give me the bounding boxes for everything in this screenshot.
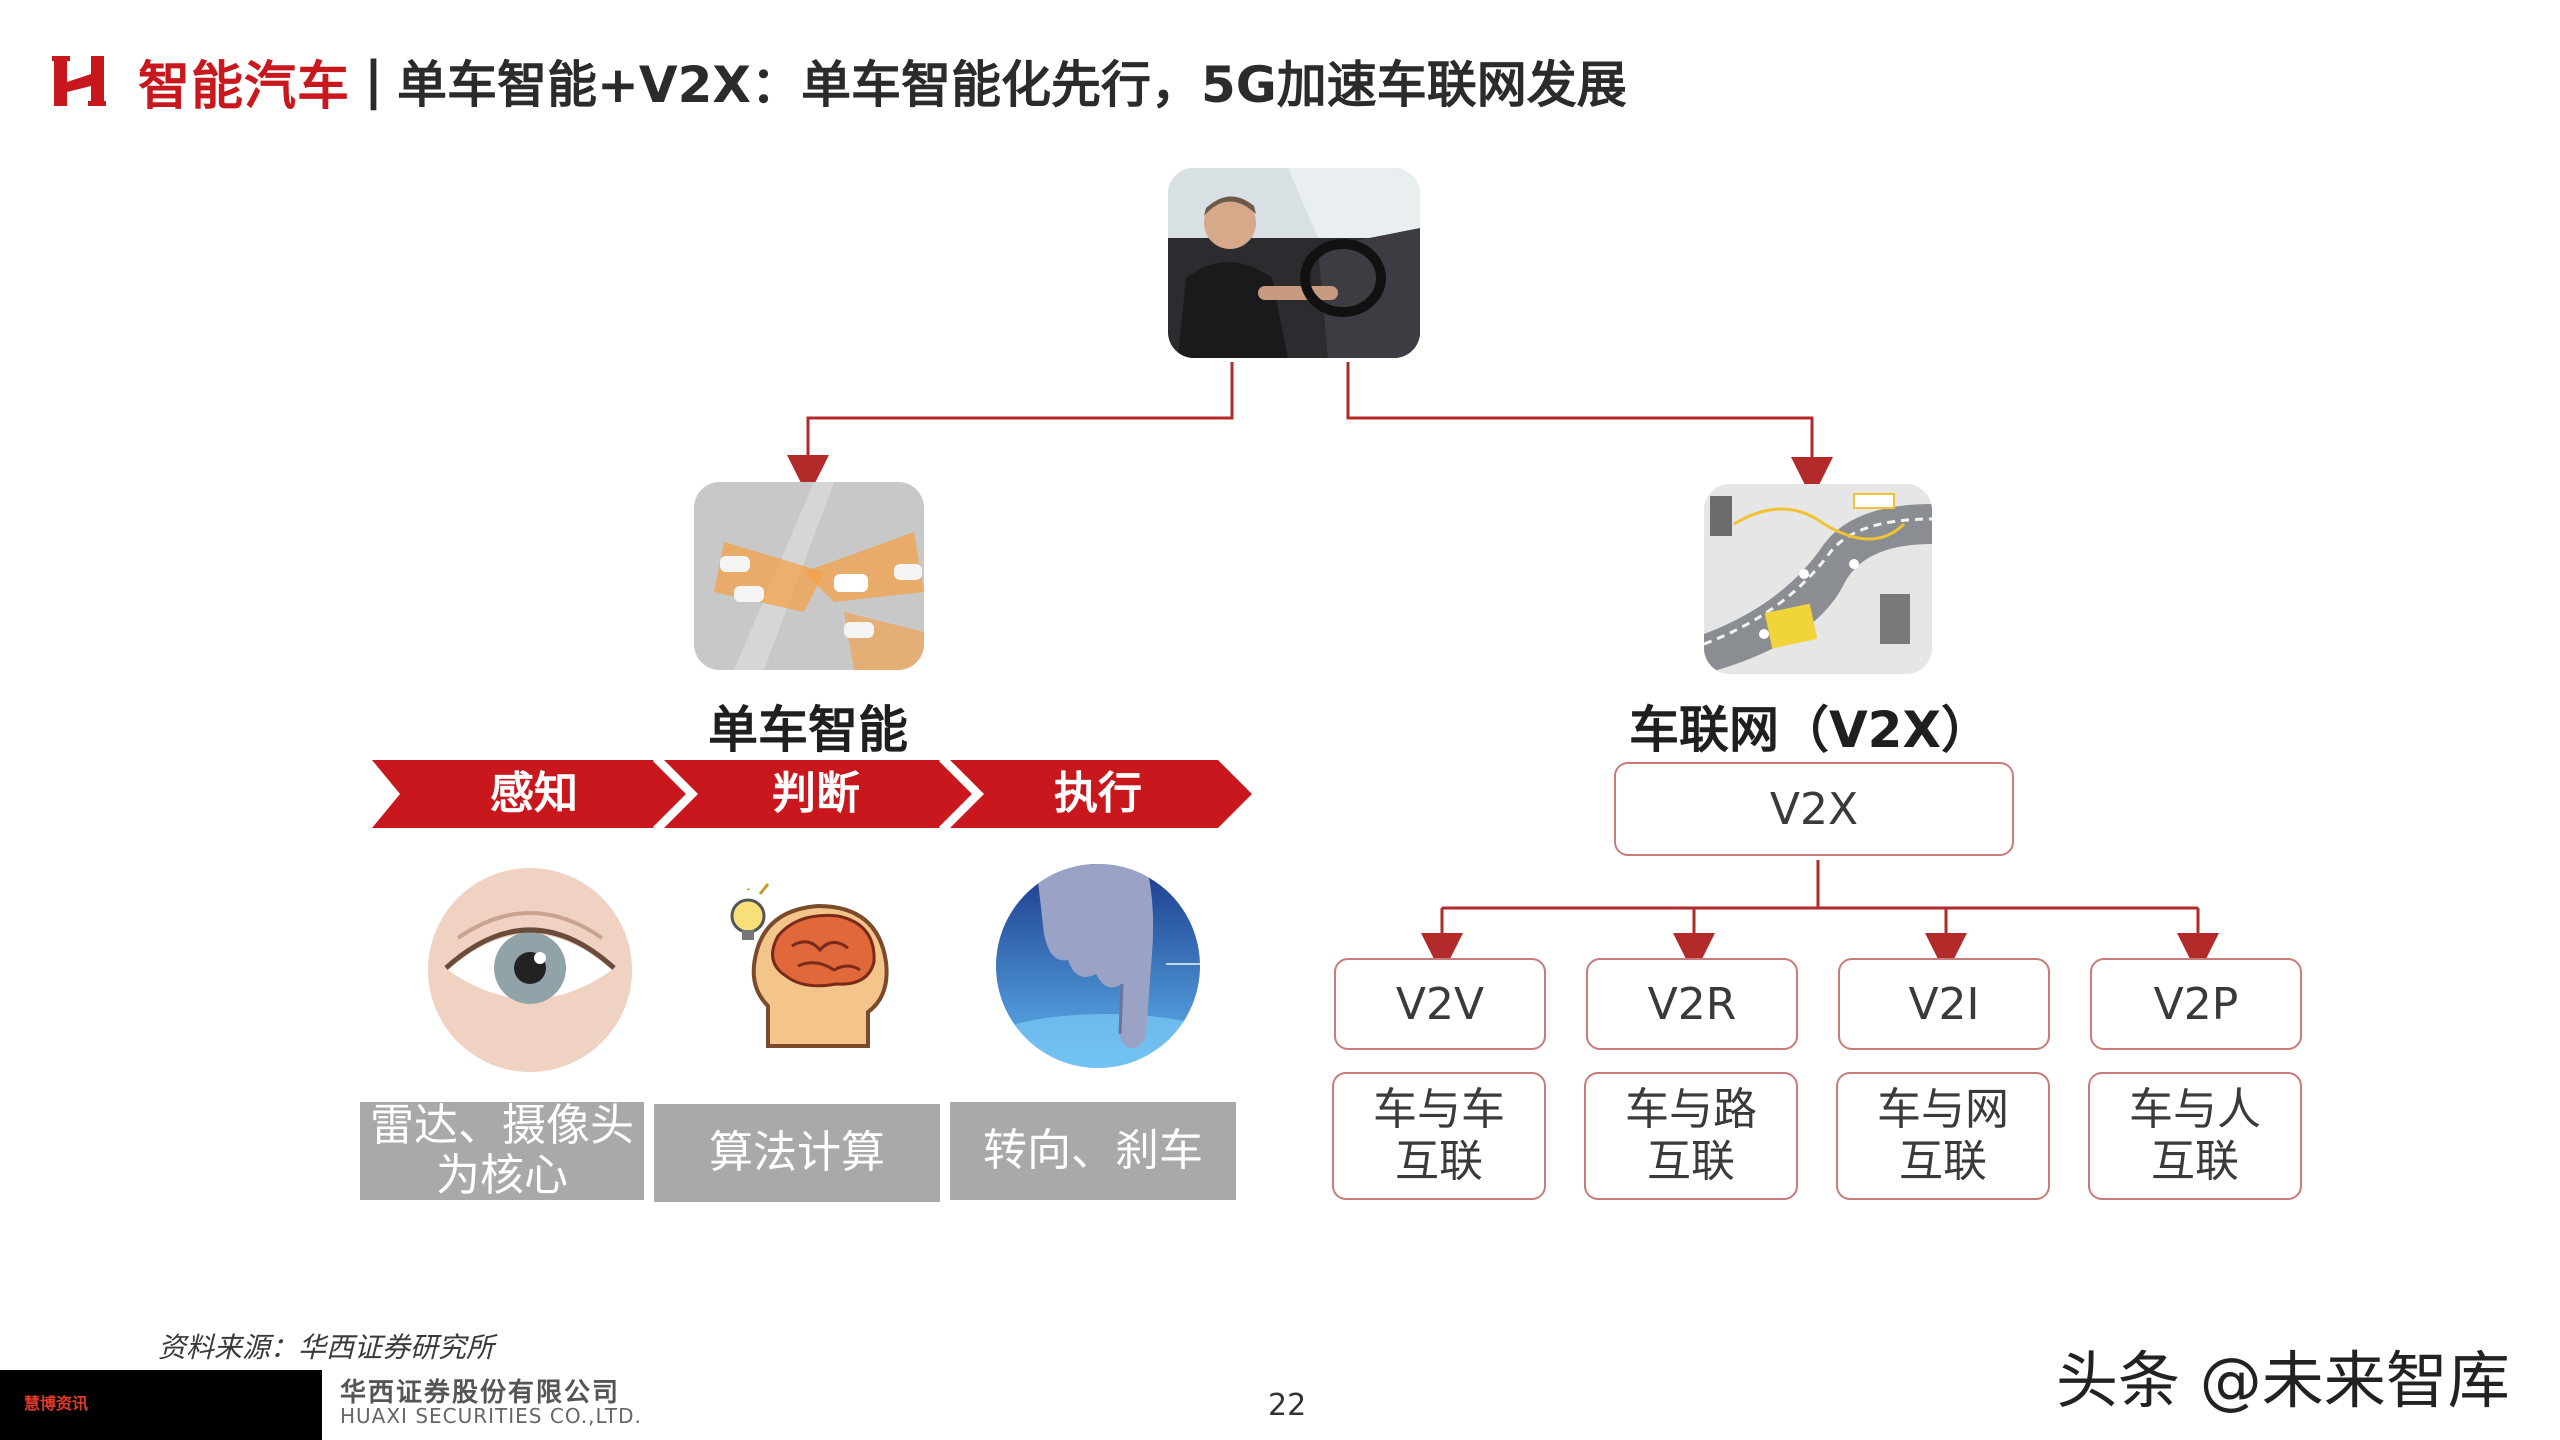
desc-judge: 算法计算 <box>654 1104 940 1202</box>
process-arrow-band <box>372 760 1252 828</box>
title-separator: | <box>364 51 384 111</box>
footer-black-bar <box>0 1370 322 1440</box>
stage-judge: 判断 <box>772 768 860 819</box>
desc-execute-line1: 转向、刹车 <box>983 1125 1203 1176</box>
v2r-desc-line1: 车与路 <box>1625 1084 1757 1135</box>
right-branch-title: 车联网（V2X） <box>1628 701 1992 759</box>
v2i-desc-line1: 车与网 <box>1877 1084 2009 1135</box>
connected-city-image <box>1704 484 1932 674</box>
v2r-desc: 车与路 互联 <box>1584 1072 1798 1200</box>
company-name-cn: 华西证券股份有限公司 <box>340 1378 621 1408</box>
title-main: 单车智能+V2X：单车智能化先行，5G加速车联网发展 <box>397 56 1627 114</box>
desc-sense-line1: 雷达、摄像头 <box>370 1100 634 1151</box>
v2v-desc: 车与车 互联 <box>1332 1072 1546 1200</box>
watermark: 头条 @未来智库 <box>2056 1344 2510 1417</box>
page-title: 智能汽车 | 单车智能+V2X：单车智能化先行，5G加速车联网发展 <box>138 46 1627 117</box>
v2p-box: V2P <box>2090 958 2302 1050</box>
v2i-box: V2I <box>1838 958 2050 1050</box>
v2i-desc-line2: 互联 <box>1899 1136 1987 1187</box>
company-name-en: HUAXI SECURITIES CO.,LTD. <box>340 1404 642 1428</box>
v2r-box: V2R <box>1586 958 1798 1050</box>
huaxi-logo-icon <box>52 56 106 106</box>
page-number: 22 <box>1268 1388 1307 1423</box>
v2v-box: V2V <box>1334 958 1546 1050</box>
sensor-cars-image <box>694 482 924 670</box>
brain-icon <box>708 866 918 1076</box>
v2p-desc-line1: 车与人 <box>2129 1084 2261 1135</box>
v2p-desc: 车与人 互联 <box>2088 1072 2302 1200</box>
stage-sense: 感知 <box>490 768 578 819</box>
left-branch-title: 单车智能 <box>708 701 908 759</box>
title-category: 智能汽车 <box>138 56 351 117</box>
v2r-desc-line2: 互联 <box>1647 1136 1735 1187</box>
desc-sense-line2: 为核心 <box>436 1150 568 1201</box>
footer-black-label: 慧博资讯 <box>24 1394 89 1413</box>
desc-execute: 转向、刹车 <box>950 1102 1236 1200</box>
driver-photo <box>1168 168 1420 358</box>
finger-touch-icon <box>996 864 1200 1068</box>
source-note: 资料来源：华西证券研究所 <box>158 1331 495 1364</box>
desc-sense: 雷达、摄像头 为核心 <box>360 1100 644 1201</box>
v2v-desc-line1: 车与车 <box>1373 1084 1505 1135</box>
v2p-desc-line2: 互联 <box>2151 1136 2239 1187</box>
stage-execute: 执行 <box>1054 768 1142 819</box>
v2x-root-box: V2X <box>1614 762 2014 856</box>
desc-judge-line1: 算法计算 <box>709 1127 885 1178</box>
v2i-desc: 车与网 互联 <box>1836 1072 2050 1200</box>
v2v-desc-line2: 互联 <box>1395 1136 1483 1187</box>
eye-icon <box>428 868 632 1072</box>
